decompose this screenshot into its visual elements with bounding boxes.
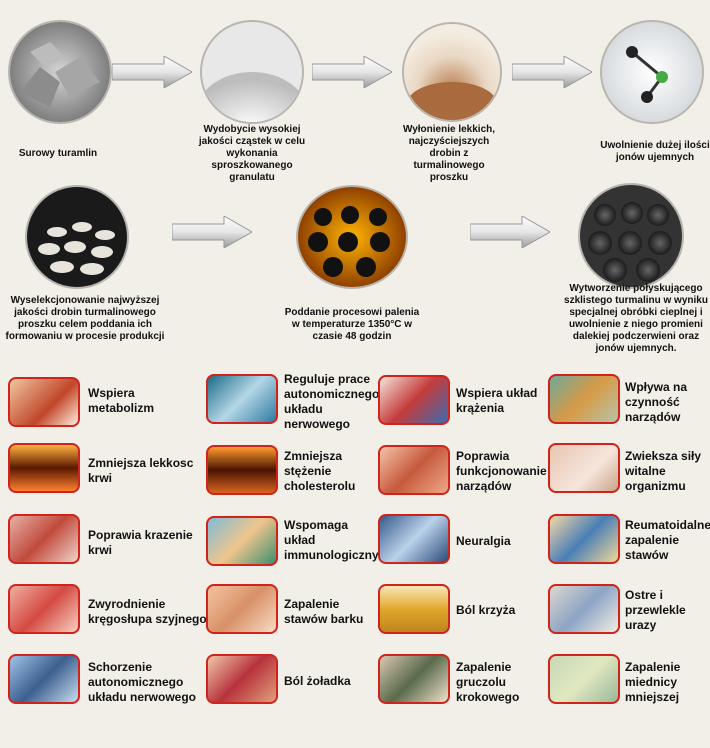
benefit-label: Zapalenie miednicy mniejszej	[625, 660, 681, 704]
benefit-label: Ból krzyża	[456, 603, 516, 617]
benefit-tile	[378, 654, 450, 704]
benefit-label: Ostre i przewlekle urazy	[625, 588, 686, 632]
benefit-label: Zwyrodnienie kręgosłupa szyjnego	[88, 597, 207, 626]
benefit-label: Wspiera układ krążenia	[456, 386, 538, 415]
glossy-tourmaline-image	[578, 183, 684, 289]
benefit-tile	[548, 443, 620, 493]
benefit-tile	[206, 374, 278, 424]
benefit-label: Zapalenie gruczolu krokowego	[456, 660, 520, 704]
pellets-image	[25, 185, 129, 289]
benefit-label: Reumatoidalne zapalenie stawów	[625, 518, 710, 562]
benefit-label: Wspiera metabolizm	[88, 386, 155, 415]
benefit-tile	[8, 654, 80, 704]
benefit-tile	[378, 514, 450, 564]
benefit-tile	[548, 374, 620, 424]
benefit-tile	[8, 514, 80, 564]
raw-tourmaline-image	[8, 20, 112, 124]
benefit-label: Zapalenie stawów barku	[284, 597, 364, 626]
benefit-label: Reguluje prace autonomicznego układu ner…	[284, 372, 380, 431]
step-firing-caption: Poddanie procesowi palenia w temperaturz…	[284, 307, 420, 342]
benefit-tile	[548, 654, 620, 704]
benefit-tile	[378, 584, 450, 634]
benefit-tile	[8, 443, 80, 493]
benefit-label: Zmniejsza stężenie cholesterolu	[284, 449, 356, 493]
benefit-tile	[378, 445, 450, 495]
benefit-tile	[206, 654, 278, 704]
benefit-tile	[206, 584, 278, 634]
benefit-tile	[206, 445, 278, 495]
benefit-label: Zmniejsza lekkosc krwi	[88, 456, 194, 485]
step-selection-caption: Wyłonienie lekkich, najczyściejszych dro…	[402, 124, 496, 183]
benefit-label: Wpływa na czynność narządów	[625, 380, 688, 424]
benefit-label: Neuralgia	[456, 534, 511, 548]
arrow-icon	[512, 56, 592, 88]
benefit-label: Poprawia funkcjonowanie narządów	[456, 449, 547, 493]
benefit-tile	[206, 516, 278, 566]
benefit-label: Zwieksza siły witalne organizmu	[625, 449, 702, 493]
ions-image	[600, 20, 704, 124]
benefit-label: Schorzenie autonomicznego układu nerwowe…	[88, 660, 197, 704]
arrow-icon	[470, 216, 550, 248]
step-forming-caption: Wyselekcjonowanie najwyższej jakości dro…	[5, 295, 165, 342]
benefit-label: Wspomaga układ immunologiczny	[284, 518, 379, 562]
benefit-tile	[378, 375, 450, 425]
step-ions-caption: Uwolnienie dużej ilości jonów ujemnych	[600, 140, 710, 163]
benefit-tile	[548, 584, 620, 634]
benefit-label: Ból żoładka	[284, 674, 351, 688]
arrow-icon	[172, 216, 252, 248]
benefit-label: Poprawia krazenie krwi	[88, 528, 193, 557]
step-glossy-caption: Wytworzenie połyskującego szklistego tur…	[564, 283, 708, 354]
benefit-tile	[8, 584, 80, 634]
benefit-tile	[8, 377, 80, 427]
firing-image	[296, 185, 408, 289]
benefit-tile	[548, 514, 620, 564]
arrow-icon	[112, 56, 192, 88]
step-extraction-caption: Wydobycie wysokiej jakości cząstek w cel…	[198, 124, 306, 183]
step-raw-caption: Surowy turamlin	[18, 148, 98, 159]
arrow-icon	[312, 56, 392, 88]
powder-image	[200, 20, 304, 124]
fine-powder-image	[402, 22, 502, 122]
